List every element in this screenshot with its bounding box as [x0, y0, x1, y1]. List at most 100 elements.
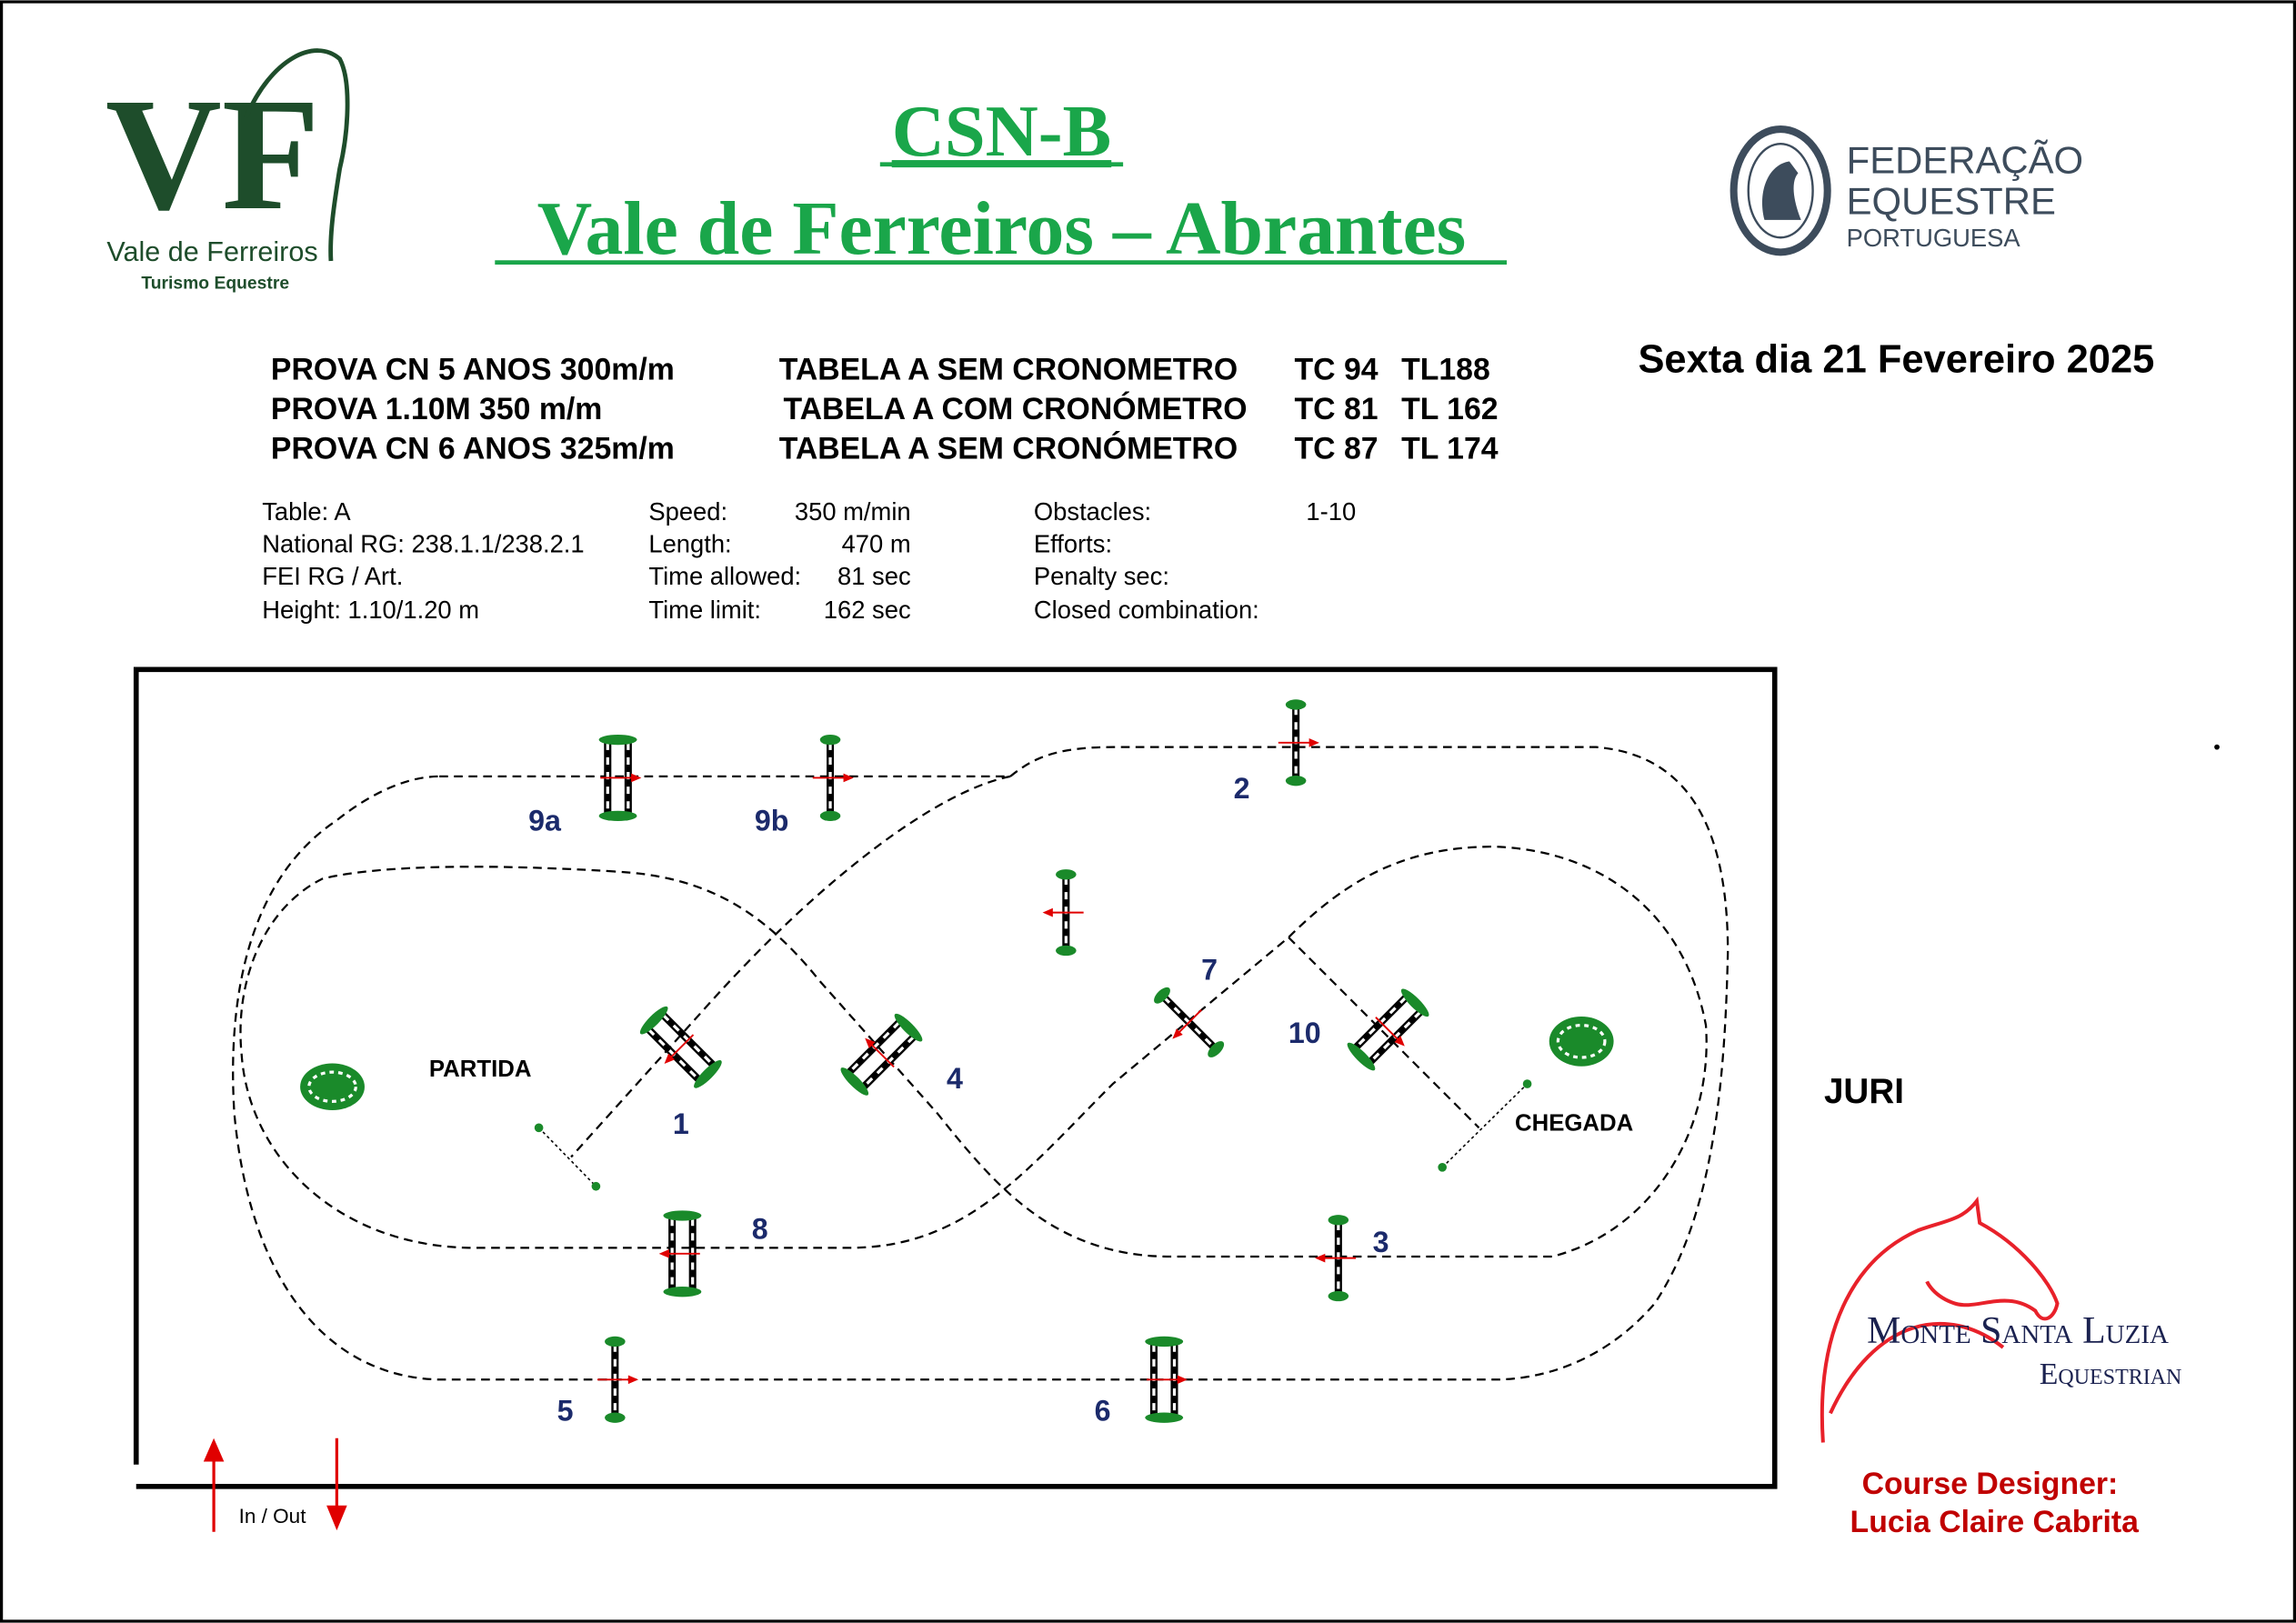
direction-arrow-icon — [658, 1248, 669, 1258]
class-tl: TL188 — [1401, 352, 1490, 386]
obstacle-4 — [840, 1013, 923, 1096]
wing-icon — [1285, 699, 1307, 710]
arena-border — [133, 666, 1778, 1489]
class-list: PROVA CN 5 ANOS 300m/m TABELA A SEM CRON… — [271, 352, 1499, 466]
info-penalty-label: Penalty sec: — [1034, 562, 1169, 590]
logo-monogram: VF — [105, 65, 320, 244]
info-national-rg: National RG: 238.1.1/238.2.1 — [262, 529, 584, 557]
obstacle-x — [1042, 869, 1084, 957]
logo-tagline: Turismo Equestre — [141, 275, 289, 294]
wing-icon — [1328, 1215, 1349, 1226]
federacao-equestre-logo: FEDERAÇÃO EQUESTRE PORTUGUESA — [1730, 125, 2084, 256]
start-line — [538, 1127, 597, 1187]
direction-arrow-icon — [1177, 1375, 1188, 1385]
wing-icon — [1056, 869, 1077, 880]
page-subtitle: Vale de Ferreiros – Abrantes — [537, 186, 1467, 271]
class-name: PROVA CN 5 ANOS 300m/m — [271, 352, 675, 386]
obstacle-9a — [598, 734, 642, 821]
wing-icon — [1400, 988, 1429, 1017]
class-tc: TC 81 — [1295, 392, 1379, 426]
obstacle-number: 8 — [752, 1213, 768, 1246]
info-time-allowed-value: 81 sec — [837, 562, 911, 590]
info-time-limit-value: 162 sec — [824, 596, 911, 624]
class-tl: TL 162 — [1401, 392, 1498, 426]
class-name: PROVA 1.10M 350 m/m — [271, 392, 602, 426]
obstacle-8 — [658, 1210, 702, 1297]
class-table: TABELA A SEM CRONOMETRO — [779, 352, 1238, 386]
wing-icon — [840, 1067, 869, 1096]
info-height: Height: 1.10/1.20 m — [262, 596, 479, 624]
wing-icon — [663, 1210, 702, 1221]
class-tc: TC 94 — [1295, 352, 1379, 386]
msl-line2: Equestrian — [2040, 1358, 2182, 1391]
class-table: TABELA A COM CRONÓMETRO — [784, 392, 1248, 426]
vale-de-ferreiros-logo: VF Vale de Ferreiros Turismo Equestre — [105, 48, 350, 294]
designer-name: Lucia Claire Cabrita — [1850, 1505, 2141, 1539]
wing-icon — [894, 1013, 923, 1042]
wing-icon — [1328, 1290, 1349, 1302]
info-time-limit-label: Time limit: — [648, 596, 761, 624]
wing-icon — [1145, 1336, 1184, 1347]
info-table: Table: A — [262, 497, 351, 526]
obstacle-number: 9a — [528, 804, 562, 837]
horse-head-icon — [1820, 1196, 2060, 1443]
info-time-allowed-label: Time allowed: — [648, 562, 801, 590]
info-speed-label: Speed: — [648, 497, 727, 526]
page-title: CSN-B — [892, 91, 1112, 172]
course-route — [232, 746, 1730, 1381]
horse-icon — [1762, 161, 1801, 220]
direction-arrow-icon — [1394, 1036, 1405, 1047]
info-length-label: Length: — [648, 529, 731, 557]
direction-arrow-icon — [631, 773, 642, 783]
wing-icon — [639, 1006, 668, 1035]
obstacle-number: 5 — [557, 1394, 574, 1427]
wing-icon — [1208, 1041, 1225, 1057]
designer-label: Course Designer: — [1862, 1467, 2119, 1501]
jury-label: JURI — [1824, 1072, 1904, 1111]
fep-line3: PORTUGUESA — [1847, 224, 2021, 252]
info-fei-rg: FEI RG / Art. — [262, 562, 403, 590]
arrow-down-icon — [326, 1505, 347, 1531]
obstacle-5 — [597, 1336, 639, 1423]
start-label: PARTIDA — [429, 1057, 532, 1082]
obstacle-number: 4 — [947, 1062, 963, 1095]
wing-icon — [605, 1336, 626, 1347]
obstacle-number: 6 — [1095, 1394, 1111, 1427]
class-tc: TC 87 — [1295, 431, 1379, 466]
fep-line1: FEDERAÇÃO — [1847, 138, 2084, 181]
direction-arrow-icon — [865, 1037, 876, 1048]
wing-icon — [598, 734, 637, 746]
bush-icon — [300, 1063, 365, 1111]
wing-icon — [1056, 945, 1077, 957]
direction-arrow-icon — [1042, 907, 1053, 917]
fep-line2: EQUESTRE — [1847, 179, 2056, 222]
info-speed-value: 350 m/min — [795, 497, 911, 526]
info-obstacles-value: 1-10 — [1306, 497, 1356, 526]
wing-icon — [605, 1412, 626, 1423]
obstacle-number: 7 — [1201, 954, 1218, 987]
obstacle-2 — [1278, 699, 1319, 786]
wing-icon — [1145, 1412, 1184, 1423]
obstacle-number: 9b — [755, 804, 789, 837]
in-out-gate: In / Out — [203, 1438, 347, 1532]
wing-icon — [819, 810, 841, 821]
logo-name: Vale de Ferreiros — [106, 236, 317, 267]
obstacle-number: 1 — [673, 1107, 689, 1140]
direction-arrow-icon — [627, 1375, 639, 1385]
finish-label: CHEGADA — [1515, 1111, 1633, 1137]
class-table: TABELA A SEM CRONÓMETRO — [779, 431, 1238, 466]
wing-icon — [694, 1060, 722, 1088]
wing-icon — [1154, 987, 1170, 1004]
wing-icon — [1347, 1042, 1376, 1071]
info-combination-label: Closed combination: — [1034, 596, 1259, 624]
in-out-label: In / Out — [239, 1505, 307, 1528]
info-length-value: 470 m — [842, 529, 911, 557]
wing-icon — [1285, 776, 1307, 786]
class-name: PROVA CN 6 ANOS 325m/m — [271, 431, 675, 466]
wing-icon — [819, 734, 841, 746]
